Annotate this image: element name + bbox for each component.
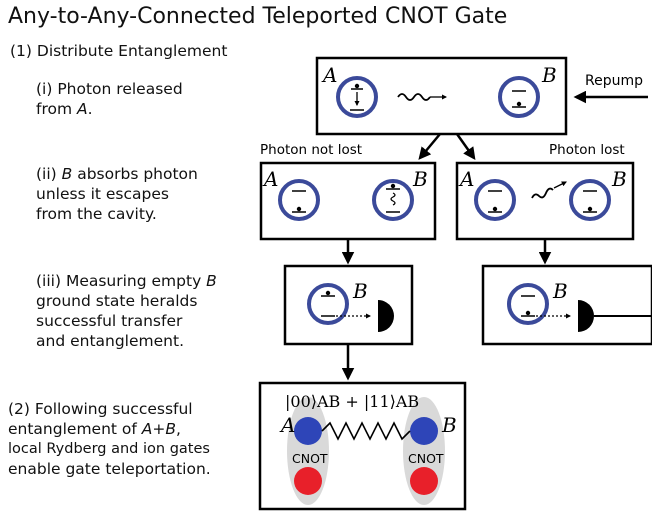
entanglement-link <box>321 421 411 441</box>
label-a: A <box>321 63 337 87</box>
photon-wave <box>397 93 431 101</box>
svg-text:B: B <box>441 413 457 437</box>
photon-lost-label: Photon lost <box>549 142 625 158</box>
step-1-label: (1) Distribute Entanglement <box>10 42 228 60</box>
cnot-label-b: CNOT <box>408 451 444 466</box>
qubit-a-red <box>294 467 322 495</box>
panel-photon-release: A B <box>315 56 568 136</box>
step-2-line2: entanglement of A+B, <box>8 420 181 438</box>
cnot-label-a: CNOT <box>292 451 328 466</box>
svg-text:B: B <box>552 279 568 303</box>
qubit-b-blue <box>410 417 438 445</box>
panel-photon-lost: A B <box>455 161 635 241</box>
step-2-line3: local Rydberg and ion gates <box>8 441 210 457</box>
step-2-line4: enable gate teleportation. <box>8 460 211 478</box>
step-1iii-line3: successful transfer <box>36 312 183 330</box>
bell-state-label: |00⟩AB + |11⟩AB <box>285 392 419 411</box>
panel-teleported-cnot: A B CNOT CNOT |00⟩AB + |11⟩AB <box>258 381 467 511</box>
step-2-line1: (2) Following successful <box>8 400 193 418</box>
step-1iii-line4: and entanglement. <box>36 332 184 350</box>
svg-text:B: B <box>611 167 627 191</box>
step-1ii-line3: from the cavity. <box>36 205 157 223</box>
cavity-b <box>498 76 540 118</box>
cavity-a <box>336 76 378 118</box>
qubit-b-red <box>410 467 438 495</box>
svg-text:B: B <box>352 279 368 303</box>
label-b: B <box>541 63 557 87</box>
svg-text:A: A <box>279 413 295 437</box>
detector-icon <box>378 300 394 332</box>
panel-measure-fail: B <box>481 264 652 346</box>
svg-text:A: A <box>262 167 278 191</box>
step-1ii-line1: (ii) B absorbs photon <box>36 165 198 183</box>
step-1i-line2: from A. <box>36 100 93 118</box>
step-1i-line1: (i) Photon released <box>36 80 183 98</box>
qubit-a-blue <box>294 417 322 445</box>
panel-photon-absorbed: A B <box>259 161 437 241</box>
svg-text:B: B <box>412 167 428 191</box>
step-1iii-line2: ground state heralds <box>36 292 198 310</box>
diagram-title: Any-to-Any-Connected Teleported CNOT Gat… <box>8 4 508 29</box>
step-1ii-line2: unless it escapes <box>36 185 169 203</box>
repump-label: Repump <box>585 73 643 89</box>
panel-measure-success: B <box>283 264 414 346</box>
detector-icon <box>578 300 594 332</box>
step-1iii-line1: (iii) Measuring empty B <box>36 272 217 290</box>
photon-not-lost-label: Photon not lost <box>260 142 362 158</box>
svg-text:A: A <box>458 167 474 191</box>
